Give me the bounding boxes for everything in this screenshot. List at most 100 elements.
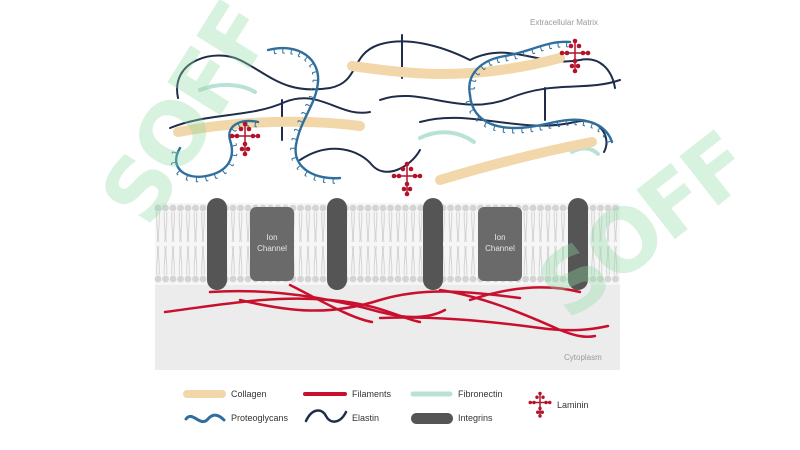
lipid-tail [186,211,189,243]
lipid-head [364,275,372,283]
lipid-tail [420,245,423,276]
ion-channel-label-line2: Channel [485,244,515,253]
lipid-tail [448,211,451,243]
elastin-fiber [169,97,371,129]
proteoglycan-bristle [237,122,241,128]
proteoglycan-chains [170,40,614,184]
lipid-tail [463,211,466,243]
lipid-head [349,275,357,283]
lipid-tail [465,245,468,276]
laminin-dot [536,410,540,414]
proteoglycan-bristle [483,68,486,71]
lipid-tail [562,211,565,243]
lipid-tail [598,211,601,243]
lipid-head [177,204,184,212]
laminin-dot [404,181,410,187]
proteoglycan-bristle [502,127,505,133]
lipid-tail [472,211,475,243]
lipid-tail [321,245,324,276]
lipid-tail [448,245,451,276]
ion-channel-label-line2: Channel [257,244,287,253]
lipid-head [544,275,552,283]
lipid-tail [615,245,618,276]
lipid-tail [591,211,594,243]
proteoglycan-bristle [565,120,568,126]
lipid-tail [456,245,459,276]
lipid-tail [186,245,189,276]
lipid-tail [165,211,168,243]
lipid-head [597,204,604,212]
proteoglycan-bristle [298,120,304,123]
ion-channel-label-line1: Ion [266,233,278,242]
laminin-dot [544,400,548,405]
lipid-head [162,275,169,283]
lipid-tail [592,245,595,276]
proteoglycan-bristle [557,42,559,48]
lipid-tail [313,211,316,243]
lipid-tail [231,245,234,276]
lipid-tail [411,211,414,243]
lipid-tail [390,211,393,243]
lipid-tail [613,245,616,276]
laminin-dot [569,63,575,69]
proteoglycan-bristle [171,151,174,154]
lipid-tail [187,245,190,276]
lipid-tail [547,245,550,276]
lipid-head [417,275,424,283]
lipid-tail [313,245,316,276]
lipid-tail [238,245,241,276]
lipid-head [597,275,604,283]
ion-channels [250,207,522,281]
lipid-tail [456,211,459,243]
proteoglycan-bristle [539,125,541,131]
proteoglycan-bristle [231,144,237,147]
lipid-head [184,275,192,283]
proteoglycan-bristle [308,96,311,99]
lipid-tail [367,211,370,243]
proteoglycan-bristle [297,120,299,123]
proteoglycan-bristle [306,103,312,107]
lipid-tail [201,245,204,276]
collagen-bundle [435,137,597,185]
laminin-dot [541,395,545,399]
lipid-tail [613,211,616,243]
proteoglycan-bristle [294,128,300,132]
proteoglycan-bristle [232,164,235,167]
lipid-tail [232,245,235,276]
lipid-tail [553,245,556,276]
legend-laminin-label: Laminin [557,400,589,410]
elastin-fiber [379,79,621,106]
integrin [207,198,227,290]
lipid-tail [180,245,183,276]
proteoglycan-bristle [213,173,217,179]
laminin-dot [242,121,248,127]
laminin-dot [245,146,251,152]
lipid-tail [382,211,385,243]
laminin-dot [407,186,413,192]
lipid-tail [396,211,399,243]
lipid-tail [300,245,303,276]
filaments [163,283,610,338]
lipid-tail [403,245,406,276]
proteoglycan-bristle [474,71,479,76]
lipid-head [304,275,312,283]
laminin-dot [404,191,410,197]
lipid-head [357,204,364,212]
lipid-tail [238,211,241,243]
lipid-tail [178,211,181,243]
lipid-tail [246,211,249,243]
laminin-dot [585,50,591,56]
fibronectin-fiber [570,146,600,156]
proteoglycan-bristle [541,49,544,52]
lipid-tail [412,245,415,276]
lipid-tail [163,245,166,276]
proteoglycan-bristle [290,48,293,54]
lipid-tail [171,245,174,276]
laminin-dot [538,406,542,411]
lipid-tail [157,245,160,276]
lipid-tail [300,211,303,243]
lipid-head [522,275,529,283]
lipid-head [387,275,394,283]
lipid-head [537,275,544,283]
lipid-head [319,204,327,212]
